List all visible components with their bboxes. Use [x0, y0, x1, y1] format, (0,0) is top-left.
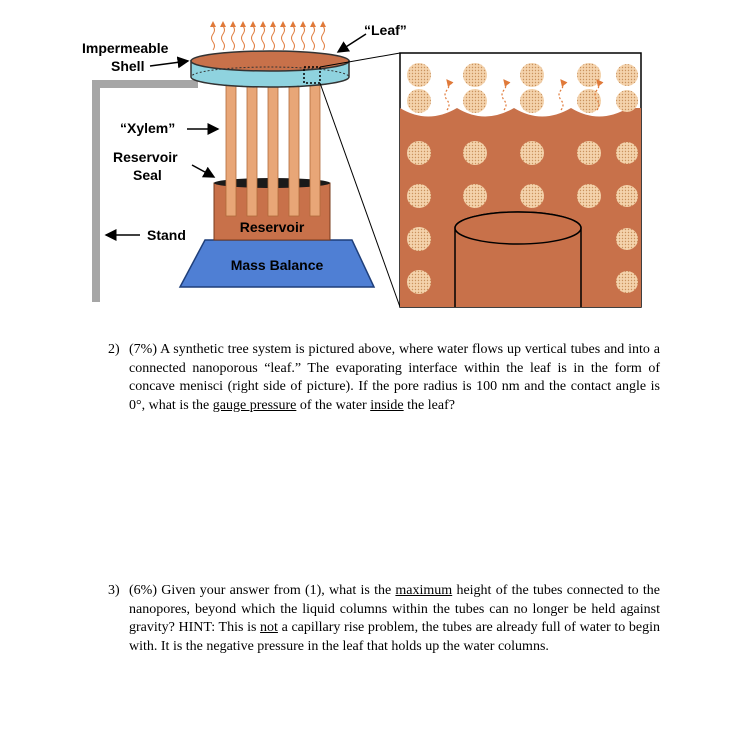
- problem-2-number: 2): [108, 342, 120, 357]
- reservoir-seal-label-line1: Reservoir: [113, 149, 178, 165]
- pore: [577, 63, 601, 87]
- impermeable-arrow: [149, 56, 190, 69]
- reservoir-seal-label-line2: Seal: [133, 167, 162, 183]
- pore: [407, 184, 431, 208]
- vapor-arrow: [444, 79, 454, 111]
- pore: [616, 90, 638, 112]
- problem-2-text: (7%) A synthetic tree system is pictured…: [129, 342, 660, 413]
- pore: [520, 89, 544, 113]
- synthetic-tree-figure: Mass Balance Reservoir Impermeable Shell…: [82, 21, 642, 308]
- pore: [407, 89, 431, 113]
- pore: [407, 141, 431, 165]
- problem-3-number: 3): [108, 583, 120, 598]
- stand-label: Stand: [147, 227, 186, 243]
- pore: [616, 185, 638, 207]
- vapor-arrow: [250, 21, 256, 51]
- pore: [407, 63, 431, 87]
- pore: [463, 141, 487, 165]
- zoom-box: [303, 66, 321, 84]
- pore: [520, 63, 544, 87]
- maximum-term: maximum: [395, 583, 453, 598]
- vapor-arrow: [290, 21, 296, 51]
- leaf-arrow: [336, 33, 367, 53]
- xylem-tubes: [225, 83, 321, 217]
- vapor-arrow: [230, 21, 236, 51]
- vapor-arrow: [260, 21, 266, 51]
- gauge-pressure-term: gauge pressure: [212, 397, 297, 413]
- vapor-arrow: [594, 79, 604, 111]
- pore: [577, 184, 601, 208]
- not-term: not: [260, 620, 278, 635]
- mass-balance-label: Mass Balance: [231, 257, 324, 273]
- vapor-arrow: [300, 21, 306, 51]
- vapor-arrow: [220, 21, 226, 51]
- problem-2: 2) (7%) A synthetic tree system is pictu…: [108, 341, 660, 415]
- problem-3-text: (6%) Given your answer from (1), what is…: [129, 583, 660, 654]
- vapor-arrow: [210, 21, 216, 51]
- pore: [407, 227, 431, 251]
- pore: [520, 141, 544, 165]
- vapor-arrow: [558, 79, 568, 111]
- pore: [616, 271, 638, 293]
- stand: [92, 80, 198, 302]
- pore: [616, 228, 638, 250]
- vapor-arrow: [270, 21, 276, 51]
- pore: [616, 64, 638, 86]
- vapor-arrow: [240, 21, 246, 51]
- vapor-arrow: [310, 21, 316, 51]
- pore: [463, 63, 487, 87]
- xylem-label: “Xylem”: [120, 120, 175, 136]
- leaf-disk: [190, 50, 350, 88]
- vapor-arrows: [210, 21, 326, 51]
- reservoir-label: Reservoir: [240, 219, 305, 235]
- inside-term: inside: [370, 397, 404, 413]
- pore: [577, 141, 601, 165]
- pore: [616, 142, 638, 164]
- vapor-arrow: [280, 21, 286, 51]
- impermeable-label-line1: Impermeable: [82, 40, 169, 56]
- seal-arrow: [191, 164, 216, 178]
- pore: [463, 184, 487, 208]
- pore: [520, 184, 544, 208]
- problem-3: 3) (6%) Given your answer from (1), what…: [108, 582, 660, 656]
- vapor-arrow: [320, 21, 326, 51]
- vapor-arrow: [501, 79, 511, 111]
- impermeable-label-line2: Shell: [111, 58, 144, 74]
- pore: [463, 89, 487, 113]
- leaf-label: “Leaf”: [364, 22, 407, 38]
- pore: [407, 270, 431, 294]
- zoomed-leaf-panel: [399, 52, 642, 308]
